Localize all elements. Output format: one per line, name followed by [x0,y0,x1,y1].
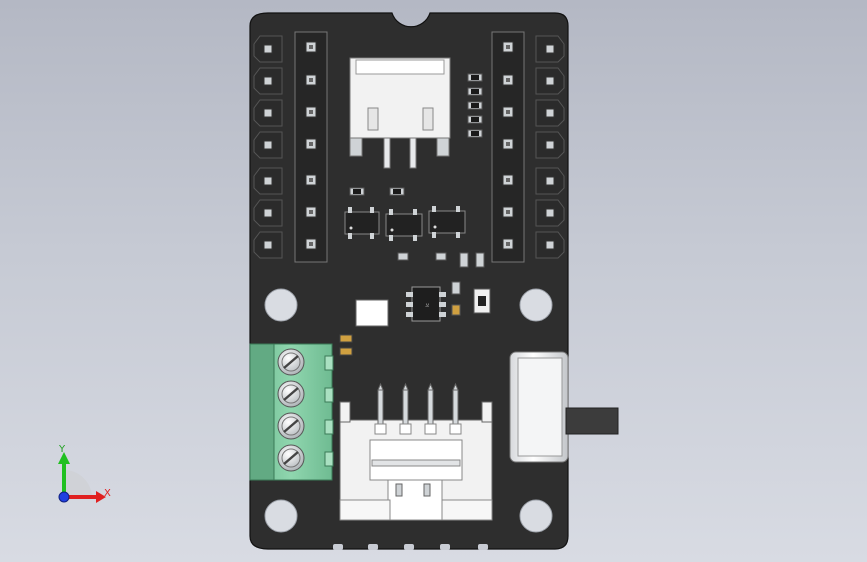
y-axis-label: Y [58,444,66,455]
connector-pin [402,389,409,425]
bottom-jst-connector [339,382,493,521]
left-pin-header [294,31,328,263]
smd-resistor-column [467,73,483,138]
transistor-array [344,206,466,241]
coordinate-triad [58,452,106,503]
x-axis-label: X [104,488,111,499]
header-pin [263,240,273,250]
header-pin [545,176,555,186]
connector-pin [427,389,434,425]
green-terminal-block [249,343,334,481]
led-component [473,288,491,314]
header-pin [545,108,555,118]
header-pin [263,176,273,186]
smd-resistors-row [349,187,485,316]
connector-pin [452,389,459,425]
slide-switch [509,351,619,463]
small-capacitors [339,334,353,356]
header-pin [545,240,555,250]
header-pin [263,140,273,150]
header-pin [263,208,273,218]
header-pin [545,208,555,218]
header-pin [263,76,273,86]
connector-pin [377,389,384,425]
right-angled-header [535,35,565,259]
header-pin [545,140,555,150]
svg-text:ic: ic [425,303,431,307]
header-pin [263,108,273,118]
right-pin-header [491,31,525,263]
top-jst-connector [349,57,451,169]
header-pin [545,76,555,86]
regulator-ic: ic [406,286,446,322]
header-pin [545,44,555,54]
left-angled-header [253,35,283,259]
mounting-holes [264,288,553,533]
white-pad [355,299,389,327]
header-pin [263,44,273,54]
